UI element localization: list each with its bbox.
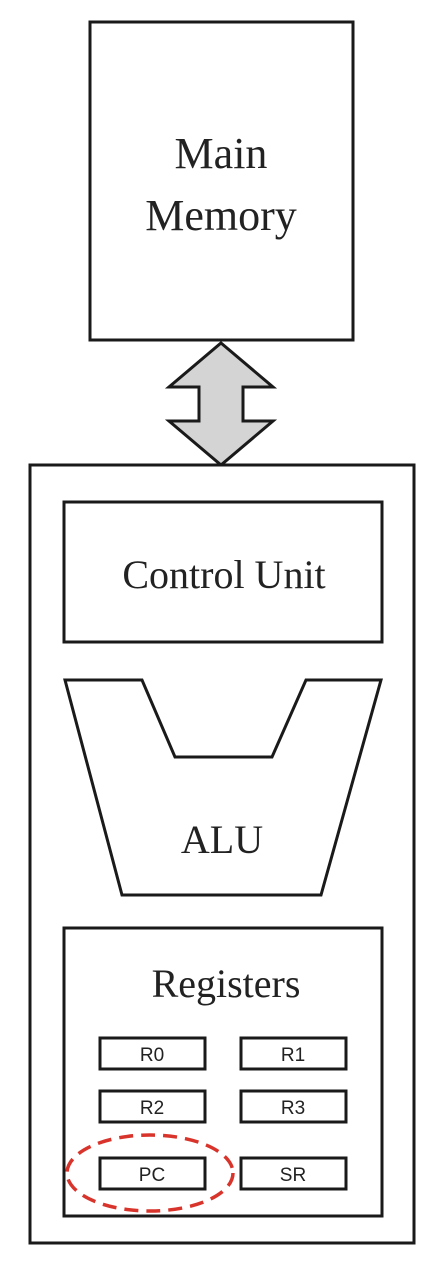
main-memory-label-line1: Main (175, 129, 268, 178)
register-r0: R0 (98, 1036, 207, 1071)
register-r3-label: R3 (281, 1098, 305, 1119)
register-pc: PC (98, 1156, 207, 1191)
alu-label: ALU (181, 817, 263, 862)
alu-block: ALU (63, 678, 383, 897)
alu-shape (63, 678, 383, 897)
register-r3-box (239, 1089, 348, 1124)
control-unit-box (62, 500, 384, 644)
register-sr-label: SR (280, 1165, 306, 1186)
main-memory-block: Main Memory (88, 20, 355, 342)
bidirectional-bus-arrow (164, 341, 278, 467)
registers-block: Registers R0 R1 R2 R3 PC SR (62, 926, 384, 1218)
register-r0-label: R0 (140, 1045, 164, 1066)
control-unit-block: Control Unit (62, 500, 384, 644)
register-r2-box (98, 1089, 207, 1124)
registers-title: Registers (152, 961, 301, 1006)
register-r0-box (98, 1036, 207, 1071)
main-memory-box (88, 20, 355, 342)
main-memory-label-line2: Memory (145, 191, 297, 240)
pc-highlight-ellipse (65, 1133, 235, 1213)
control-unit-label: Control Unit (122, 552, 325, 597)
register-r1-label: R1 (281, 1045, 305, 1066)
register-sr-box (239, 1156, 348, 1191)
register-pc-box (98, 1156, 207, 1191)
register-r1: R1 (239, 1036, 348, 1071)
register-sr: SR (239, 1156, 348, 1191)
register-pc-label: PC (139, 1165, 165, 1186)
register-r3: R3 (239, 1089, 348, 1124)
register-r1-box (239, 1036, 348, 1071)
register-r2-label: R2 (140, 1098, 164, 1119)
register-r2: R2 (98, 1089, 207, 1124)
